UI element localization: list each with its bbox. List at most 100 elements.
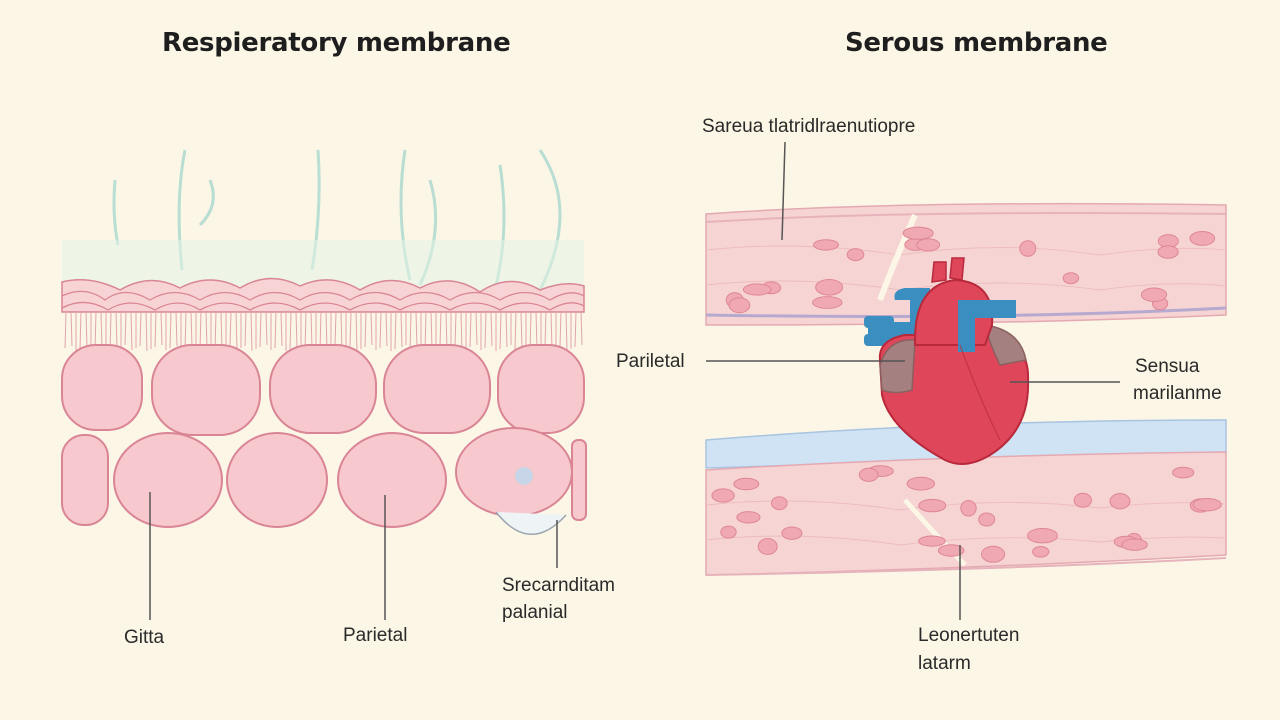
cilium-line [274, 311, 277, 349]
cell-row-lower [61, 427, 587, 528]
label-parietal-left: Parietal [343, 625, 408, 646]
label-bottom-line1: Leonertuten [918, 625, 1020, 646]
cilium-line [124, 311, 127, 346]
cilium-line [364, 311, 367, 348]
cilium-line [184, 311, 187, 350]
cell-nucleus [771, 496, 788, 511]
left-leader-lines [149, 492, 558, 620]
cilium-line [130, 311, 133, 351]
cilium-line [325, 311, 328, 350]
cell-nucleus [781, 526, 803, 540]
cilium-line [259, 311, 262, 348]
cilium-line [394, 311, 397, 350]
cell-nucleus [902, 226, 934, 240]
cell-nucleus [918, 535, 946, 547]
cilium-line [175, 311, 178, 347]
cell-nucleus [711, 488, 735, 503]
cell-nucleus [742, 283, 772, 296]
cell-nucleus [846, 248, 865, 262]
cilium-line [370, 311, 373, 346]
cilium-line [265, 311, 268, 346]
serous-membrane-illustration [705, 141, 1227, 620]
cell-nucleus [1032, 546, 1050, 558]
right-leader-lines [706, 141, 1120, 620]
cilium-line [445, 311, 448, 351]
cell-nucleus [937, 544, 965, 557]
cilium-line [379, 311, 382, 349]
cilium-line [160, 311, 163, 346]
epithelial-top-band [61, 277, 585, 352]
cilium-line [235, 311, 238, 351]
cilium-line [190, 311, 193, 348]
cilium-line [115, 311, 118, 350]
cilium-line [154, 311, 157, 348]
right-diagram-title: Serous membrane [845, 28, 1108, 58]
cilium-line [85, 311, 88, 348]
cilium-line [544, 311, 547, 346]
cilium-line [385, 311, 388, 347]
cilium-line [244, 311, 247, 347]
cell-nucleus [1157, 245, 1179, 259]
cilium-line [439, 311, 442, 346]
cilium-line [229, 311, 232, 346]
cilium-line [280, 311, 283, 347]
cell-nucleus [1189, 231, 1216, 246]
label-gitta: Gitta [124, 627, 165, 648]
cilium-line [514, 311, 517, 351]
cell-nucleus [813, 239, 839, 251]
cell-nucleus [733, 477, 760, 491]
respiratory-membrane-illustration [61, 149, 587, 620]
cilium-line [199, 311, 202, 351]
cilium-line [295, 311, 298, 348]
cell-nucleus [812, 296, 843, 309]
cilium-line [64, 311, 67, 349]
cell-nucleus [1073, 492, 1093, 508]
cilium-line [205, 311, 208, 349]
cilium-line [100, 311, 103, 349]
cell-nucleus [918, 498, 947, 513]
cilium-line [94, 311, 97, 351]
cilium-line [484, 311, 487, 349]
cell-nucleus [978, 512, 996, 527]
cilium-line [79, 311, 82, 350]
cilium-line [310, 311, 313, 349]
cilium-line [334, 311, 337, 346]
heart-illustration [864, 257, 1030, 465]
cell-nucleus [720, 525, 737, 539]
cell-row-upper [61, 344, 585, 436]
cell-nucleus [1121, 538, 1148, 551]
label-bottom-line2: latarm [918, 653, 971, 674]
cell-nucleus [728, 297, 751, 314]
cilium-line [340, 311, 343, 351]
cilium-line [580, 311, 583, 346]
cilium-line [520, 311, 523, 349]
cilium-line [565, 311, 568, 352]
cilium-line [355, 311, 358, 352]
upper-membrane-band [705, 202, 1227, 326]
label-serous-line2: marilanme [1133, 383, 1222, 404]
cilium-line [454, 311, 457, 347]
cell-nucleus [858, 467, 879, 482]
cilium-line [505, 311, 508, 348]
cilium-line [559, 311, 562, 347]
cell-nucleus [981, 545, 1006, 563]
cilium-line [490, 311, 493, 347]
cilium-line [535, 311, 538, 350]
cilium-line [145, 311, 148, 352]
cilium-line [499, 311, 502, 350]
cell-nucleus [906, 476, 935, 491]
cilium-line [415, 311, 418, 349]
cilium-line [400, 311, 403, 348]
cilium-line [550, 311, 553, 351]
label-parietal-right: Pariletal [616, 351, 685, 372]
cilium-line [574, 311, 577, 348]
cilium-line [469, 311, 472, 348]
cell-nucleus [1062, 272, 1080, 285]
cell-nucleus [757, 538, 778, 555]
label-serous-line1: Sensua [1135, 356, 1200, 377]
cilium-line [460, 311, 463, 352]
cell-nucleus [815, 279, 844, 296]
cilium-line [304, 311, 307, 351]
cell-nucleus [1019, 240, 1037, 257]
